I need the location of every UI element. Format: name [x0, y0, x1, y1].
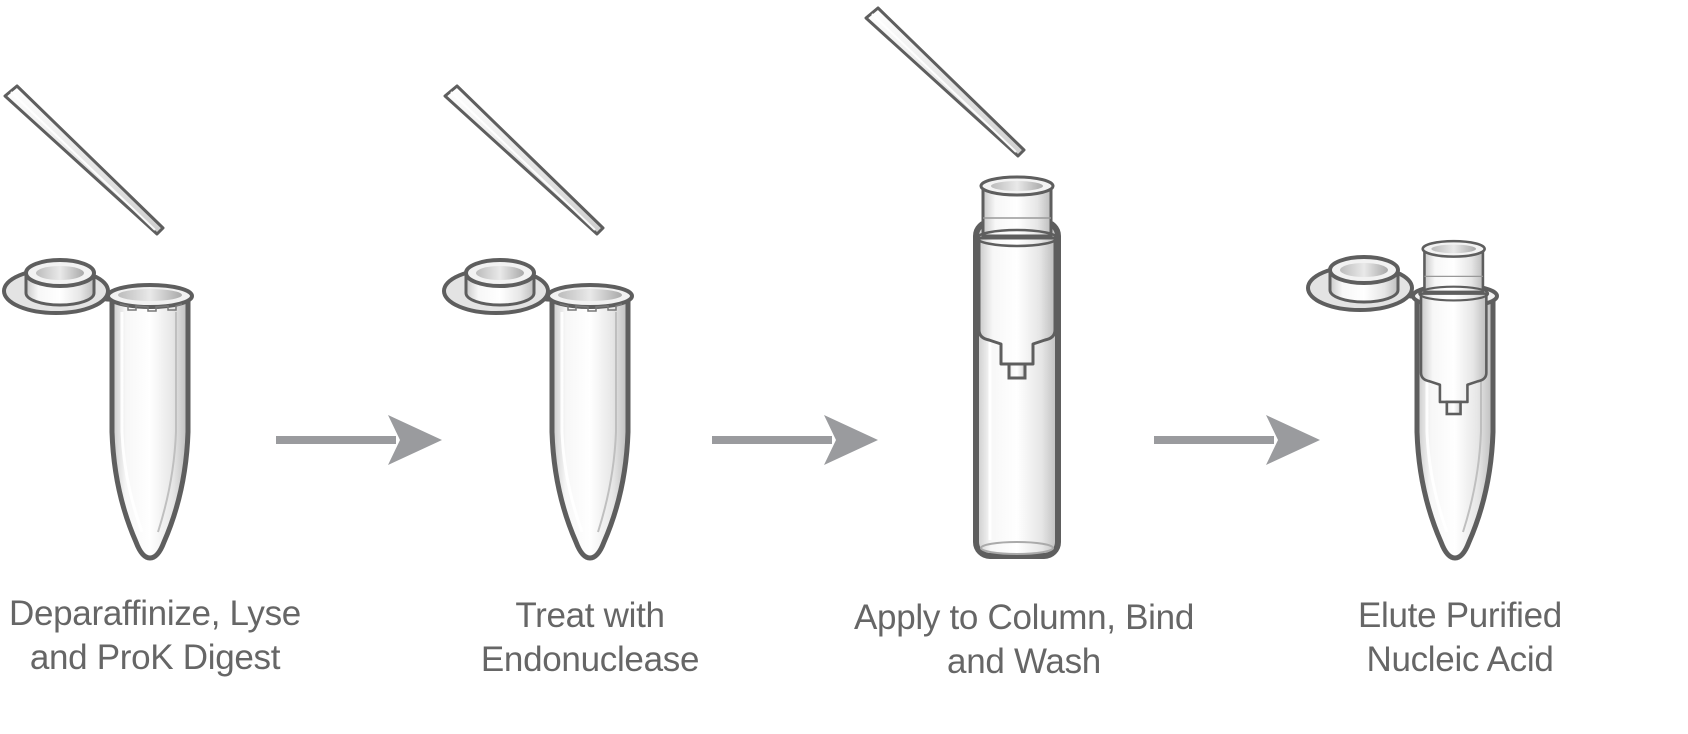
- arrow-right-icon: [712, 415, 878, 465]
- step-3-illustration: [864, 6, 1061, 559]
- step-1-label-line2: and ProK Digest: [29, 638, 281, 677]
- step-3-label: Apply to Column, Bind and Wash: [844, 596, 1204, 684]
- step-4-label-line1: Elute Purified: [1358, 596, 1562, 635]
- step-4-label: Elute Purified Nucleic Acid: [1340, 594, 1580, 682]
- step-2-illustration: [442, 84, 632, 558]
- arrow-right-icon: [1154, 415, 1320, 465]
- pipette-tip-icon: [443, 84, 605, 236]
- step-2-label-line1: Treat with: [515, 596, 665, 635]
- open-lid-icon: [1306, 255, 1424, 312]
- step-1-label-line1: Deparaffinize, Lyse: [9, 594, 301, 633]
- open-lid-icon: [442, 258, 560, 315]
- microtube-icon: [548, 285, 632, 558]
- arrow-right-icon: [276, 415, 442, 465]
- step-3-label-line1: Apply to Column, Bind: [854, 598, 1194, 637]
- step-1-illustration: [2, 84, 192, 558]
- step-1-label: Deparaffinize, Lyse and ProK Digest: [0, 592, 310, 680]
- open-lid-icon: [2, 258, 120, 315]
- step-4-illustration: [1306, 239, 1497, 558]
- step-2-label-line2: Endonuclease: [480, 640, 700, 679]
- step-2-label: Treat with Endonuclease: [460, 594, 720, 682]
- step-4-label-line2: Nucleic Acid: [1366, 640, 1554, 679]
- pipette-tip-icon: [864, 6, 1026, 158]
- step-3-label-line2: and Wash: [947, 642, 1101, 681]
- microtube-icon: [108, 285, 192, 558]
- pipette-tip-icon: [3, 84, 165, 236]
